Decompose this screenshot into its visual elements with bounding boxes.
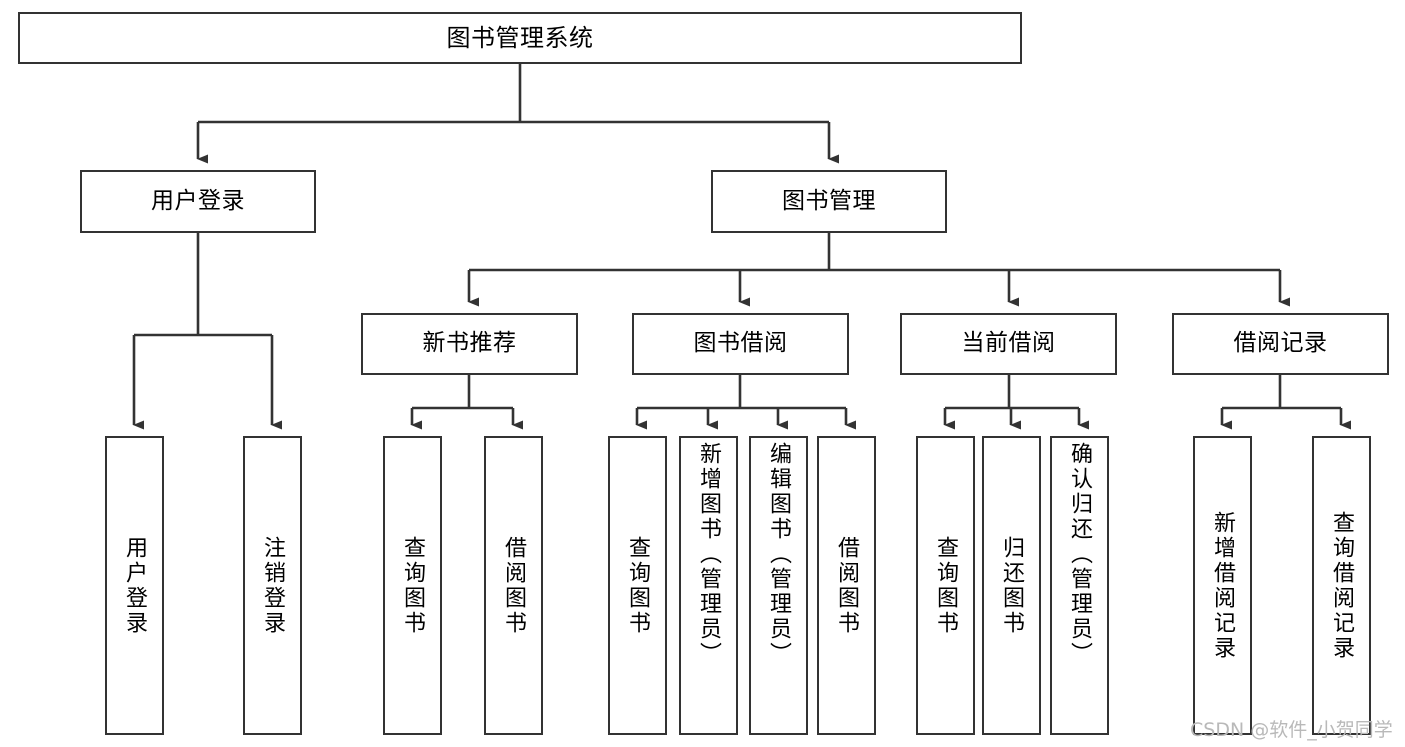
node-root-book-management-system[interactable]: 图书管理系统 (18, 12, 1022, 64)
node-book-management-label: 图书管理 (782, 187, 876, 214)
node-new-book-recommend-label: 新书推荐 (422, 330, 517, 357)
node-borrow-record-label: 借阅记录 (1233, 330, 1328, 357)
node-leaf-query-book-current-label: 查询图书 (933, 535, 959, 636)
node-root-label: 图书管理系统 (446, 23, 594, 52)
node-leaf-add-borrow-record[interactable]: 新增借阅记录 (1193, 436, 1252, 735)
node-book-borrow-label: 图书借阅 (693, 330, 788, 357)
csdn-watermark: CSDN @软件_小贺同学 (1190, 719, 1393, 741)
node-leaf-add-book-admin[interactable]: 新增图书（管理员） (679, 436, 738, 735)
node-leaf-query-book-recommend[interactable]: 查询图书 (383, 436, 442, 735)
node-current-borrow[interactable]: 当前借阅 (900, 313, 1117, 375)
node-leaf-user-login-label: 用户登录 (122, 535, 148, 636)
node-book-management[interactable]: 图书管理 (711, 170, 947, 233)
node-user-login[interactable]: 用户登录 (80, 170, 316, 233)
node-leaf-query-book-borrow-label: 查询图书 (625, 535, 651, 636)
node-leaf-query-borrow-record[interactable]: 查询借阅记录 (1312, 436, 1371, 735)
node-leaf-borrow-book-label: 借阅图书 (834, 535, 860, 636)
node-leaf-borrow-book-recommend-label: 借阅图书 (501, 535, 527, 636)
node-leaf-return-book-label: 归还图书 (999, 535, 1025, 636)
node-leaf-confirm-return-admin[interactable]: 确认归还（管理员） (1050, 436, 1109, 735)
node-new-book-recommend[interactable]: 新书推荐 (361, 313, 578, 375)
node-leaf-query-book-borrow[interactable]: 查询图书 (608, 436, 667, 735)
node-leaf-edit-book-admin[interactable]: 编辑图书（管理员） (749, 436, 808, 735)
node-borrow-record[interactable]: 借阅记录 (1172, 313, 1389, 375)
node-leaf-user-login[interactable]: 用户登录 (105, 436, 164, 735)
node-leaf-add-borrow-record-label: 新增借阅记录 (1210, 510, 1236, 661)
node-leaf-logout-label: 注销登录 (260, 535, 286, 636)
node-leaf-add-book-admin-label: 新增图书（管理员） (696, 442, 722, 667)
node-leaf-borrow-book-recommend[interactable]: 借阅图书 (484, 436, 543, 735)
node-leaf-borrow-book[interactable]: 借阅图书 (817, 436, 876, 735)
node-leaf-logout[interactable]: 注销登录 (243, 436, 302, 735)
node-current-borrow-label: 当前借阅 (961, 330, 1056, 357)
node-leaf-confirm-return-admin-label: 确认归还（管理员） (1067, 442, 1093, 667)
node-leaf-query-borrow-record-label: 查询借阅记录 (1329, 510, 1355, 661)
node-leaf-edit-book-admin-label: 编辑图书（管理员） (766, 442, 792, 667)
node-leaf-query-book-current[interactable]: 查询图书 (916, 436, 975, 735)
node-user-login-label: 用户登录 (151, 187, 245, 214)
node-leaf-return-book[interactable]: 归还图书 (982, 436, 1041, 735)
node-book-borrow[interactable]: 图书借阅 (632, 313, 849, 375)
node-leaf-query-book-recommend-label: 查询图书 (400, 535, 426, 636)
